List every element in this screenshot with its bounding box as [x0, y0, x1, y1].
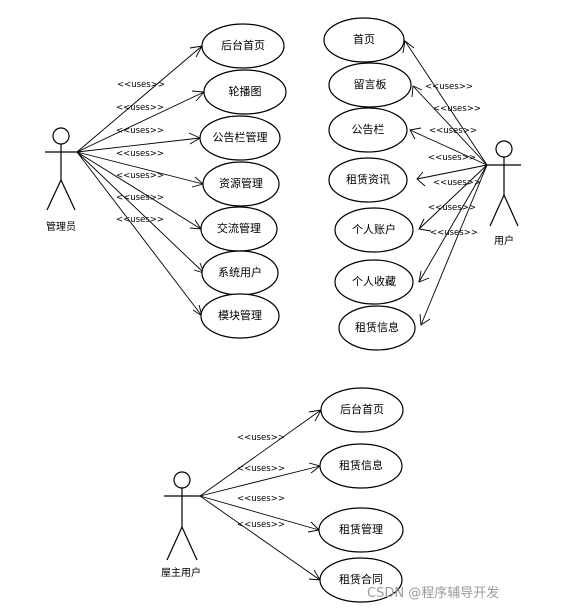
landlord-uses-label: <<uses>> [237, 494, 285, 504]
landlord-use-cases: 后台首页 租赁信息 租赁管理 租赁合同 [318, 387, 404, 603]
svg-text:留言板: 留言板 [354, 77, 387, 91]
admin-uses-label: <<uses>> [116, 126, 164, 136]
svg-text:模块管理: 模块管理 [218, 308, 262, 322]
user-uses-label: <<uses>> [429, 126, 477, 136]
svg-text:租赁管理: 租赁管理 [339, 522, 383, 536]
svg-text:轮播图: 轮播图 [229, 84, 262, 98]
landlord-uses-label: <<uses>> [237, 433, 285, 443]
admin-use-cases: 后台首页 轮播图 公告栏管理 资源管理 交流管理 系统用户 模块管理 [199, 23, 287, 339]
use-case-rental-management: 租赁管理 [318, 507, 404, 553]
landlord-uses-label: <<uses>> [237, 464, 285, 474]
user-uses-label: <<uses>> [433, 178, 481, 188]
admin-uses-label: <<uses>> [116, 193, 164, 203]
user-stereotypes: <<uses>> <<uses>> <<uses>> <<uses>> <<us… [425, 82, 481, 238]
actor-user-label: 用户 [494, 234, 514, 247]
svg-text:系统用户: 系统用户 [218, 265, 262, 279]
admin-uses-label: <<uses>> [117, 80, 165, 90]
use-case-landlord-rental-info: 租赁信息 [319, 443, 403, 489]
svg-text:首页: 首页 [353, 32, 375, 46]
actor-admin: 管理员 [45, 127, 77, 233]
user-uses-label: <<uses>> [428, 153, 476, 163]
actor-user: 用户 [487, 140, 521, 247]
use-case-communication-management: 交流管理 [200, 206, 278, 252]
use-case-landlord-dashboard: 后台首页 [320, 387, 404, 433]
svg-text:公告栏: 公告栏 [352, 122, 385, 136]
svg-text:租赁资讯: 租赁资讯 [346, 172, 390, 186]
admin-uses-label: <<uses>> [116, 103, 164, 113]
actor-landlord-label: 屋主用户 [161, 566, 201, 579]
use-case-module-management: 模块管理 [200, 293, 280, 339]
watermark: CSDN @程序辅导开发 [367, 585, 499, 601]
use-case-notice-management: 公告栏管理 [199, 115, 281, 161]
actor-admin-label: 管理员 [46, 220, 76, 233]
use-case-notice-board: 公告栏 [328, 107, 408, 153]
admin-uses-label: <<uses>> [116, 215, 164, 225]
svg-text:租赁信息: 租赁信息 [339, 458, 383, 472]
user-uses-label: <<uses>> [430, 228, 478, 238]
svg-text:资源管理: 资源管理 [219, 176, 263, 190]
svg-text:租赁合同: 租赁合同 [339, 572, 383, 586]
user-use-cases: 首页 留言板 公告栏 租赁资讯 个人账户 个人收藏 租赁信息 [323, 17, 416, 351]
use-case-rental-news: 租赁资讯 [328, 157, 408, 203]
svg-text:个人收藏: 个人收藏 [352, 274, 396, 288]
admin-uses-label: <<uses>> [116, 171, 164, 181]
svg-text:租赁信息: 租赁信息 [355, 320, 399, 334]
admin-uses-label: <<uses>> [116, 149, 164, 159]
landlord-stereotypes: <<uses>> <<uses>> <<uses>> <<uses>> [237, 433, 285, 530]
use-case-rental-info: 租赁信息 [338, 305, 416, 351]
svg-text:交流管理: 交流管理 [217, 221, 261, 235]
svg-text:后台首页: 后台首页 [340, 402, 384, 416]
use-case-rental-contract: 租赁合同 [319, 557, 403, 603]
use-case-carousel: 轮播图 [203, 69, 287, 115]
svg-text:个人账户: 个人账户 [352, 222, 396, 236]
user-uses-label: <<uses>> [425, 82, 473, 92]
use-case-favorites: 个人收藏 [334, 259, 414, 305]
actor-landlord: 屋主用户 [161, 471, 201, 579]
use-case-system-users: 系统用户 [201, 250, 279, 296]
use-case-admin-dashboard: 后台首页 [201, 23, 285, 69]
use-case-message-board: 留言板 [328, 62, 412, 108]
landlord-uses-label: <<uses>> [237, 520, 285, 530]
user-uses-label: <<uses>> [433, 104, 481, 114]
use-case-personal-account: 个人账户 [334, 207, 414, 253]
svg-text:后台首页: 后台首页 [221, 38, 265, 52]
use-case-resource-management: 资源管理 [202, 161, 280, 207]
user-associations [402, 40, 488, 326]
use-case-home: 首页 [323, 17, 405, 63]
admin-stereotypes: <<uses>> <<uses>> <<uses>> <<uses>> <<us… [116, 80, 165, 225]
svg-text:公告栏管理: 公告栏管理 [213, 130, 268, 144]
user-uses-label: <<uses>> [428, 203, 476, 213]
admin-associations [76, 45, 205, 318]
